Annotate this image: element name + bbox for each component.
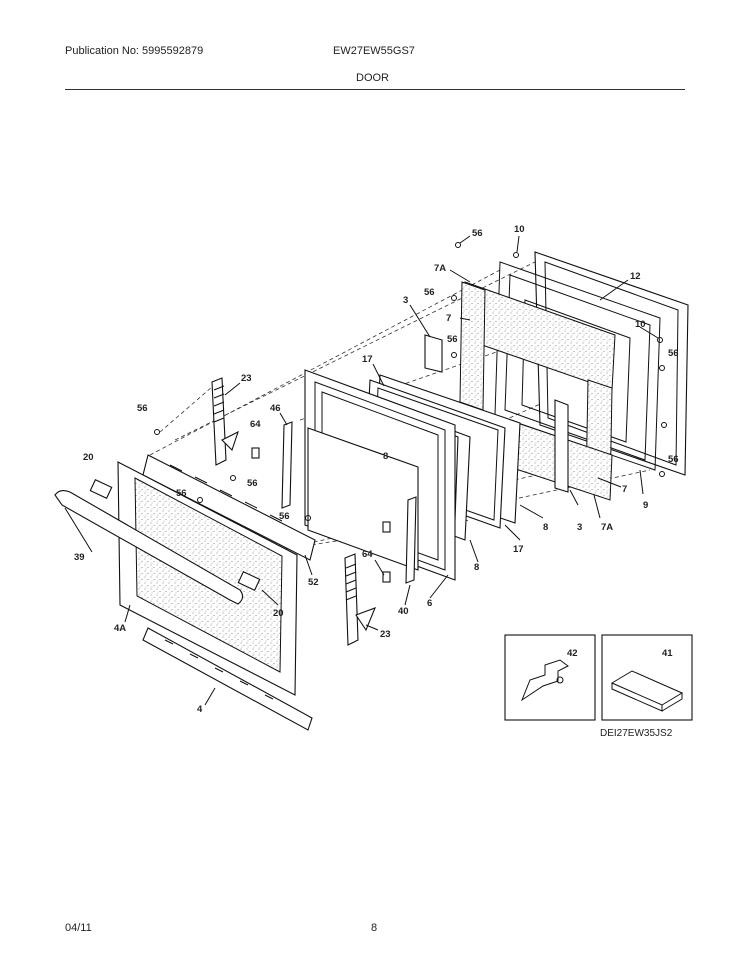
callout-17: 17 xyxy=(513,544,524,555)
clip-64-b xyxy=(382,521,391,533)
callout-4A: 4A xyxy=(114,623,126,634)
callout-56: 56 xyxy=(279,511,290,522)
callout-56: 56 xyxy=(472,228,483,239)
handle-39 xyxy=(54,489,244,605)
end-cap-20-right xyxy=(237,571,261,591)
detail-box-41 xyxy=(601,634,693,721)
strip-40 xyxy=(405,496,417,584)
footer-date: 04/11 xyxy=(65,922,92,934)
strip-46 xyxy=(281,421,293,509)
callout-7: 7 xyxy=(446,313,451,324)
callout-56: 56 xyxy=(247,478,258,489)
callout-9: 9 xyxy=(643,500,648,511)
callout-8: 8 xyxy=(543,522,548,533)
callout-3: 3 xyxy=(403,295,408,306)
hinge-23-bottom xyxy=(344,553,376,646)
callout-56: 56 xyxy=(668,348,679,359)
callout-52: 52 xyxy=(308,577,319,588)
callout-10: 10 xyxy=(514,224,525,235)
callout-12: 12 xyxy=(630,271,641,282)
callout-23: 23 xyxy=(380,629,391,640)
vent-trim-52 xyxy=(142,454,316,561)
callout-64: 64 xyxy=(250,419,261,430)
header-rule xyxy=(65,89,685,90)
callout-46: 46 xyxy=(270,403,281,414)
callout-8: 8 xyxy=(383,451,388,462)
callout-41: 41 xyxy=(662,648,673,659)
callout-7A: 7A xyxy=(601,522,613,533)
publication-number: Publication No: 5995592879 xyxy=(65,45,204,57)
diagram-code: DEI27EW35JS2 xyxy=(600,728,673,739)
callout-10: 10 xyxy=(635,319,646,330)
clip-64-a xyxy=(251,447,260,459)
side-bracket-3-rear xyxy=(424,334,569,493)
callout-17: 17 xyxy=(362,354,373,365)
callout-23: 23 xyxy=(241,373,252,384)
callout-6: 6 xyxy=(427,598,432,609)
callout-7A: 7A xyxy=(434,263,446,274)
hinge-23-top xyxy=(211,377,239,466)
callout-7: 7 xyxy=(622,484,627,495)
callout-56: 56 xyxy=(447,334,458,345)
glass-pane-8-front xyxy=(307,427,419,571)
callout-8: 8 xyxy=(474,562,479,573)
callout-4: 4 xyxy=(197,704,203,715)
callout-20: 20 xyxy=(83,452,94,463)
clip-64-c xyxy=(382,571,391,583)
callout-56: 56 xyxy=(137,403,148,414)
callout-56: 56 xyxy=(424,287,435,298)
callout-3: 3 xyxy=(577,522,582,533)
callout-labels: 56 10 7A 12 56 3 7 10 56 56 17 23 46 56 … xyxy=(74,224,679,715)
callout-20: 20 xyxy=(273,608,284,619)
callout-40: 40 xyxy=(398,606,409,617)
model-number: EW27EW55GS7 xyxy=(333,45,415,57)
bottom-trim-4 xyxy=(142,627,313,731)
leader-lines xyxy=(64,235,659,706)
callout-56: 56 xyxy=(668,454,679,465)
callout-42: 42 xyxy=(567,648,578,659)
callout-39: 39 xyxy=(74,552,85,563)
end-cap-20-left xyxy=(89,479,113,499)
callout-56: 56 xyxy=(176,488,187,499)
footer-page-number: 8 xyxy=(371,922,378,934)
screws xyxy=(154,242,667,521)
callout-64: 64 xyxy=(362,549,373,560)
detail-box-42 xyxy=(504,634,596,721)
section-title: DOOR xyxy=(356,72,389,84)
